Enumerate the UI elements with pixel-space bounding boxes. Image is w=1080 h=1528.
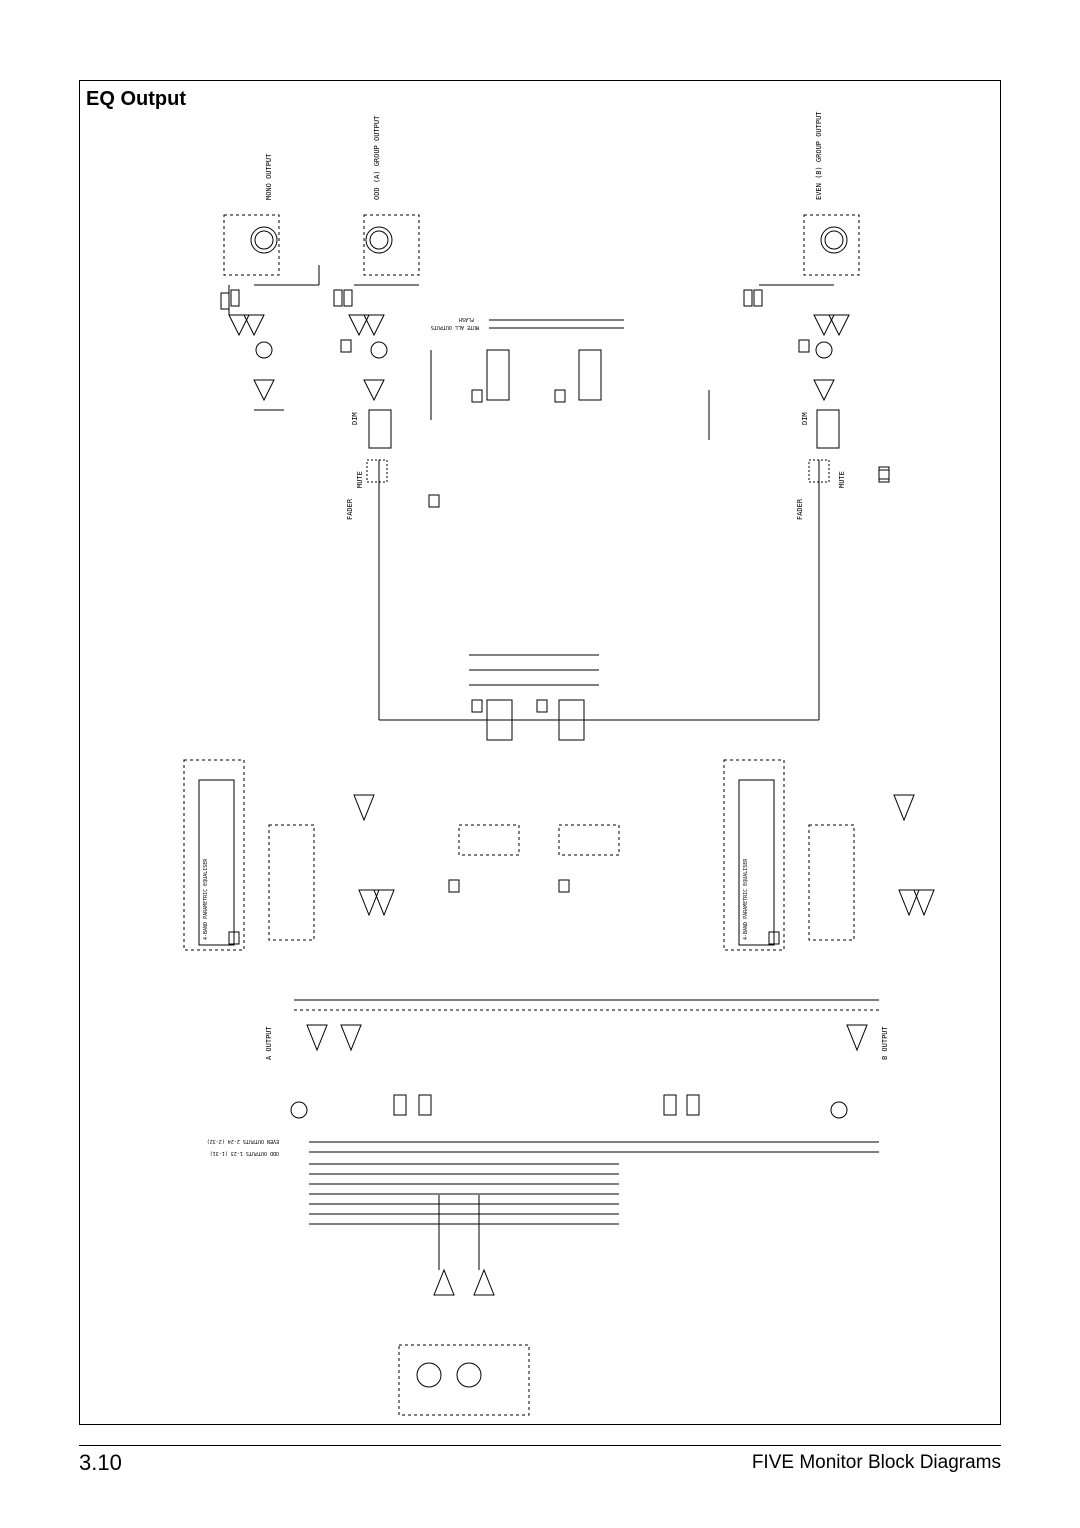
even-group-output-block — [743, 214, 890, 480]
b-output-label: B OUTPUT — [881, 1025, 889, 1060]
mono-output-label: MONO OUTPUT — [265, 153, 273, 200]
eq-block-a — [183, 759, 395, 951]
mute-all-outputs-label: MUTE ALL OUTPUTS — [431, 324, 479, 330]
dim-label-a: DIM — [351, 412, 359, 425]
footer-rule — [79, 1445, 1001, 1446]
odd-outputs-label: ODD OUTPUTS 1-23 (1-31) — [210, 1150, 279, 1156]
mute-label-b: MUTE — [838, 471, 846, 488]
footer-document-title: FIVE Monitor Block Diagrams — [751, 1452, 1001, 1473]
even-outputs-label: EVEN OUTPUTS 2-24 (2-32) — [207, 1138, 279, 1144]
odd-group-output-block — [333, 214, 420, 449]
fader-label-b: FADER — [796, 498, 804, 520]
eq-title-b: 4-BAND PARAMETRIC EQUALISER — [743, 858, 749, 940]
a-output-label: A OUTPUT — [265, 1025, 273, 1060]
eq-block-b — [723, 759, 935, 951]
mono-output-block — [220, 214, 320, 411]
page-title: EQ Output — [86, 88, 186, 110]
page-number: 3.10 — [79, 1450, 122, 1475]
flash-label: FLASH — [459, 316, 474, 322]
page-frame — [79, 80, 1001, 1425]
mute-label-a: MUTE — [356, 471, 364, 488]
even-group-output-label: EVEN (B) GROUP OUTPUT — [815, 111, 823, 200]
eq-output-block-diagram: MONO OUTPUT ODD (A) GROUP OUTPUT EVEN (B… — [183, 111, 935, 1416]
eq-title-a: 4-BAND PARAMETRIC EQUALISER — [203, 858, 209, 940]
odd-group-output-label: ODD (A) GROUP OUTPUT — [373, 115, 381, 200]
fader-label-a: FADER — [346, 498, 354, 520]
dim-label-b: DIM — [801, 412, 809, 425]
